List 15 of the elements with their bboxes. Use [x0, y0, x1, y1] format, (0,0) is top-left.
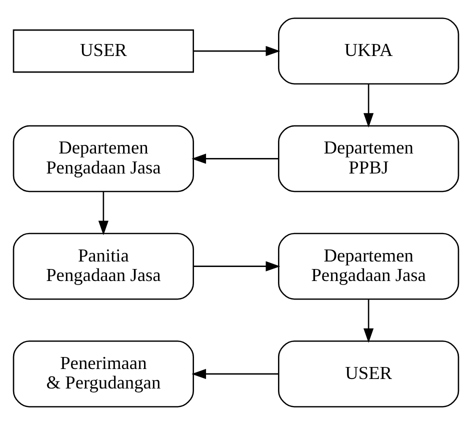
node-box: Departemen Pengadaan Jasa: [278, 232, 460, 300]
arrow: [364, 83, 374, 128]
node-box: USER: [278, 340, 460, 407]
node-box: Penerimaan & Pergudangan: [12, 340, 194, 407]
arrow: [194, 260, 280, 271]
node-box: UKPA: [278, 17, 460, 84]
node-box: Departemen Pengadaan Jasa: [12, 124, 194, 192]
node-box: USER: [12, 28, 194, 72]
arrow: [98, 191, 108, 235]
arrow: [194, 46, 280, 56]
node-box: Panitia Pengadaan Jasa: [12, 232, 194, 300]
arrow: [192, 368, 278, 378]
arrow: [192, 153, 278, 164]
arrow: [364, 298, 374, 342]
node-box: Departemen PPBJ: [278, 124, 460, 192]
